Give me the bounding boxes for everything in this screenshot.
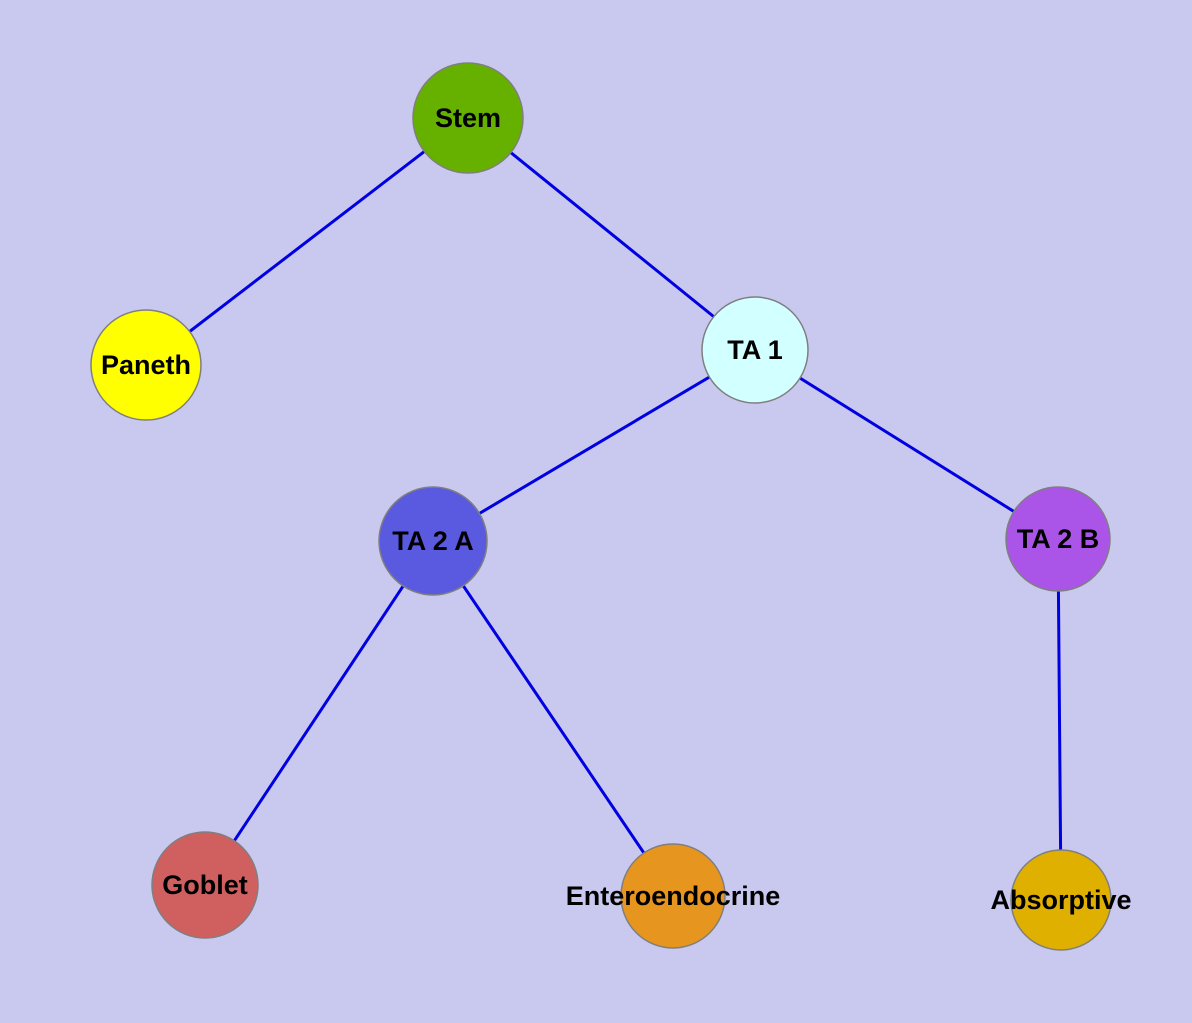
edge-ta2b-absorptive: [1056, 538, 1063, 901]
node-circle-ta2b: [1005, 486, 1111, 592]
edge-ta1-ta2b: [754, 348, 1059, 541]
edge-ta1-ta2a: [432, 348, 756, 543]
node-circle-goblet: [151, 831, 259, 939]
edge-ta2a-goblet: [203, 540, 435, 886]
node-circle-paneth: [90, 309, 202, 421]
node-paneth: Paneth: [90, 309, 202, 421]
node-absorptive: Absorptive: [990, 849, 1132, 951]
node-circle-ta2a: [378, 486, 488, 596]
node-label-enteroendocrine: Enteroendocrine: [566, 881, 781, 911]
node-ta2a: TA 2 A: [378, 486, 488, 596]
node-enteroendocrine: Enteroendocrine: [566, 843, 781, 949]
edge-stem-paneth: [145, 116, 469, 367]
node-label-ta2b: TA 2 B: [1017, 524, 1100, 554]
node-goblet: Goblet: [151, 831, 259, 939]
node-label-absorptive: Absorptive: [990, 885, 1131, 915]
node-label-stem: Stem: [435, 103, 501, 133]
node-circle-absorptive: [1010, 849, 1112, 951]
node-label-ta2a: TA 2 A: [392, 526, 474, 556]
edge-ta2a-enteroendocrine: [431, 540, 675, 897]
node-circle-stem: [412, 62, 524, 174]
node-label-goblet: Goblet: [162, 870, 248, 900]
node-circle-enteroendocrine: [620, 843, 726, 949]
node-stem: Stem: [412, 62, 524, 174]
node-circle-ta1: [701, 296, 809, 404]
node-label-paneth: Paneth: [101, 350, 191, 380]
node-ta1: TA 1: [701, 296, 809, 404]
node-label-ta1: TA 1: [727, 335, 783, 365]
node-ta2b: TA 2 B: [1005, 486, 1111, 592]
edge-stem-ta1: [467, 116, 756, 352]
